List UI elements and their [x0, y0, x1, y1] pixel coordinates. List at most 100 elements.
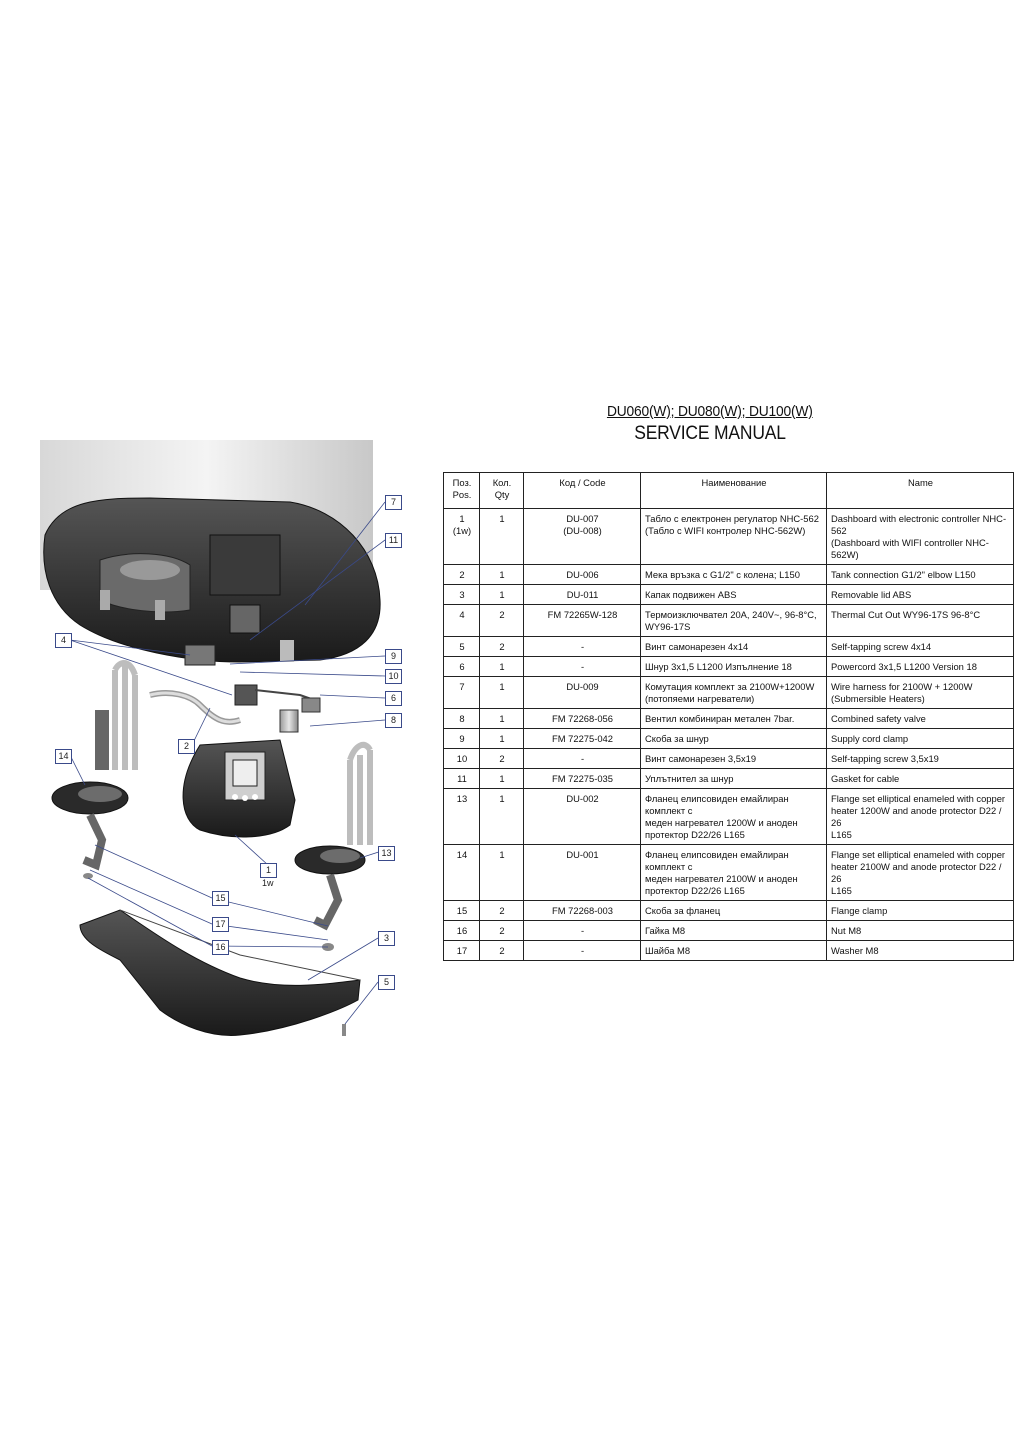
cell-pos: 2: [443, 564, 480, 585]
cell-qty: 1: [479, 844, 524, 901]
cell-qty: 1: [479, 676, 524, 709]
cell-pos: 13: [443, 788, 480, 845]
cell-pos: 6: [443, 656, 480, 677]
cell-qty: 2: [479, 636, 524, 657]
cell-name-bg: Табло с електронен регулатор NHC-562 (Та…: [640, 508, 827, 565]
callout-2: 2: [178, 739, 195, 754]
cell-name-bg: Комутация комплект за 2100W+1200W (потоп…: [640, 676, 827, 709]
callout-1: 1: [260, 863, 277, 878]
callout-11: 11: [385, 533, 402, 548]
cell-code: DU-002: [523, 788, 641, 845]
cell-name-en: Washer M8: [826, 940, 1014, 961]
cell-code: FM 72265W-128: [523, 604, 641, 637]
cell-name-bg: Шнур 3x1,5 L1200 Изпълнение 18: [640, 656, 827, 677]
cell-name-en: Gasket for cable: [826, 768, 1014, 789]
cell-name-bg: Фланец елипсовиден емайлиран комплект с …: [640, 788, 827, 845]
cell-name-bg: Фланец елипсовиден емайлиран комплект с …: [640, 844, 827, 901]
col-header-qty: Кол. Qty: [479, 472, 524, 509]
cell-name-en: Thermal Cut Out WY96-17S 96-8°C: [826, 604, 1014, 637]
callout-9: 9: [385, 649, 402, 664]
cell-code: DU-007 (DU-008): [523, 508, 641, 565]
cell-name-en: Flange set elliptical enameled with copp…: [826, 788, 1014, 845]
callout-8: 8: [385, 713, 402, 728]
callout-14: 14: [55, 749, 72, 764]
col-header-pos: Поз. Pos.: [443, 472, 480, 509]
cell-code: DU-011: [523, 584, 641, 605]
callout-4: 4: [55, 633, 72, 648]
callout-1-sub: 1w: [262, 878, 274, 888]
cell-name-en: Tank connection G1/2" elbow L150: [826, 564, 1014, 585]
cell-name-en: Combined safety valve: [826, 708, 1014, 729]
cell-name-bg: Уплътнител за шнур: [640, 768, 827, 789]
cell-name-bg: Винт самонарезен 3,5x19: [640, 748, 827, 769]
callout-17: 17: [212, 917, 229, 932]
cell-code: -: [523, 940, 641, 961]
cell-name-en: Self-tapping screw 4x14: [826, 636, 1014, 657]
title-block: DU060(W); DU080(W); DU100(W) SERVICE MAN…: [560, 403, 860, 445]
cell-pos: 11: [443, 768, 480, 789]
cell-name-en: Flange set elliptical enameled with copp…: [826, 844, 1014, 901]
cell-qty: 1: [479, 708, 524, 729]
cell-code: FM 72268-003: [523, 900, 641, 921]
cell-pos: 16: [443, 920, 480, 941]
cell-pos: 8: [443, 708, 480, 729]
cell-pos: 15: [443, 900, 480, 921]
cell-pos: 9: [443, 728, 480, 749]
callout-10: 10: [385, 669, 402, 684]
cell-pos: 10: [443, 748, 480, 769]
cell-code: -: [523, 748, 641, 769]
model-list: DU060(W); DU080(W); DU100(W): [607, 403, 813, 420]
cell-qty: 1: [479, 508, 524, 565]
cell-name-bg: Гайка M8: [640, 920, 827, 941]
cell-name-bg: Мека връзка с G1/2" с колена; L150: [640, 564, 827, 585]
cell-code: DU-001: [523, 844, 641, 901]
callout-6: 6: [385, 691, 402, 706]
cell-code: -: [523, 636, 641, 657]
cell-code: FM 72275-042: [523, 728, 641, 749]
cell-name-bg: Винт самонарезен 4x14: [640, 636, 827, 657]
cell-qty: 1: [479, 656, 524, 677]
callout-7: 7: [385, 495, 402, 510]
cell-name-en: Wire harness for 2100W + 1200W (Submersi…: [826, 676, 1014, 709]
cell-code: FM 72268-056: [523, 708, 641, 729]
cell-name-bg: Капак подвижен ABS: [640, 584, 827, 605]
cell-code: -: [523, 656, 641, 677]
exploded-view-drawing: [40, 440, 386, 1036]
page-title: SERVICE MANUAL: [634, 423, 786, 444]
cell-code: -: [523, 920, 641, 941]
callout-15: 15: [212, 891, 229, 906]
cell-pos: 7: [443, 676, 480, 709]
cell-name-en: Removable lid ABS: [826, 584, 1014, 605]
cell-name-bg: Шайба M8: [640, 940, 827, 961]
callout-5: 5: [378, 975, 395, 990]
col-header-name-en: Name: [826, 472, 1014, 509]
cell-qty: 1: [479, 728, 524, 749]
cell-pos: 3: [443, 584, 480, 605]
col-header-name-bg: Наименование: [640, 472, 827, 509]
cell-name-en: Powercord 3x1,5 L1200 Version 18: [826, 656, 1014, 677]
cell-name-bg: Вентил комбиниран метален 7bar.: [640, 708, 827, 729]
cell-qty: 1: [479, 564, 524, 585]
cell-qty: 2: [479, 748, 524, 769]
cell-name-bg: Термоизключвател 20A, 240V~, 96-8°C, WY9…: [640, 604, 827, 637]
cell-name-en: Self-tapping screw 3,5x19: [826, 748, 1014, 769]
col-header-code: Код / Code: [523, 472, 641, 509]
cell-pos: 14: [443, 844, 480, 901]
cell-pos: 17: [443, 940, 480, 961]
exploded-view-diagram: 7 11 4 9 10 6 8 2 14 1 1w 13 15 17 16 3 …: [40, 440, 410, 1050]
cell-pos: 1 (1w): [443, 508, 480, 565]
parts-table: Поз. Pos. Кол. Qty Код / Code Наименован…: [443, 472, 1014, 961]
